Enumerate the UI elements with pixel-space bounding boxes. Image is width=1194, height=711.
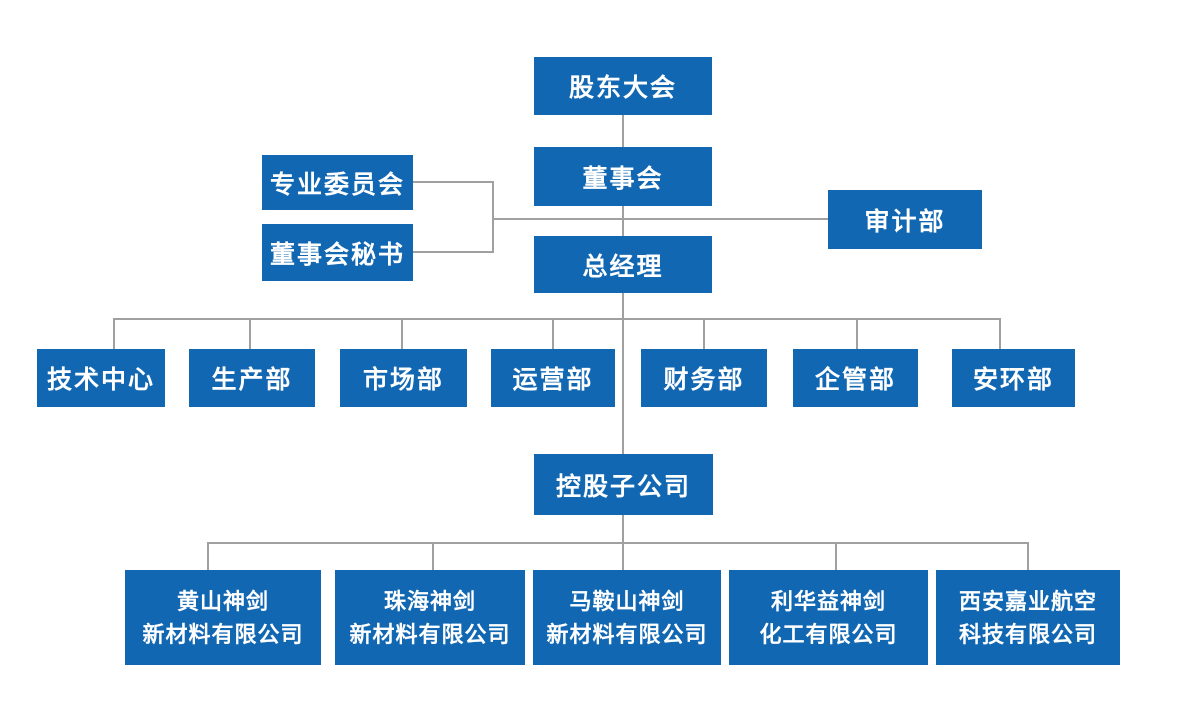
company-name-line1: 西安嘉业航空 <box>958 588 1097 614</box>
node-subsidiary-lihuayi: 利华益神剑 化工有限公司 <box>729 570 928 665</box>
company-name-line1: 珠海神剑 <box>383 588 476 614</box>
node-subsidiary-huangshan: 黄山神剑 新材料有限公司 <box>125 570 321 665</box>
node-label: 总经理 <box>582 252 664 281</box>
node-label: 生产部 <box>211 366 293 394</box>
connector-gm-holding-trunk <box>622 293 624 454</box>
node-holding-subsidiaries: 控股子公司 <box>534 454 713 515</box>
connector-drop-dept-7 <box>999 319 1001 349</box>
connector-shareholders-board <box>622 115 624 147</box>
company-name-line1: 马鞍山神剑 <box>569 588 685 614</box>
node-dept-operations: 运营部 <box>491 349 615 407</box>
node-subsidiary-zhuhai: 珠海神剑 新材料有限公司 <box>335 570 525 665</box>
node-general-manager: 总经理 <box>534 236 712 293</box>
company-name-line2: 新材料有限公司 <box>349 621 511 647</box>
node-subsidiary-xian-jiaye: 西安嘉业航空 科技有限公司 <box>936 570 1120 665</box>
node-label: 董事会 <box>582 164 664 193</box>
company-name-line2: 化工有限公司 <box>759 621 898 647</box>
connector-drop-sub-2 <box>432 543 434 570</box>
connector-drop-dept-5 <box>703 319 705 349</box>
connector-subsidiaries-header <box>207 542 1029 544</box>
node-board-of-directors: 董事会 <box>534 147 712 206</box>
node-label: 控股子公司 <box>555 472 691 501</box>
node-label: 市场部 <box>362 366 444 394</box>
node-label: 运营部 <box>512 366 594 394</box>
node-label: 财务部 <box>663 366 745 394</box>
node-dept-marketing: 市场部 <box>340 349 467 407</box>
node-label: 企管部 <box>814 366 896 394</box>
node-label: 董事会秘书 <box>269 240 405 269</box>
node-dept-technology-center: 技术中心 <box>37 349 165 407</box>
connector-drop-sub-4 <box>835 543 837 570</box>
company-name-line1: 黄山神剑 <box>176 588 269 614</box>
node-dept-finance: 财务部 <box>641 349 767 407</box>
node-subsidiary-maanshan: 马鞍山神剑 新材料有限公司 <box>533 570 721 665</box>
connector-drop-dept-6 <box>856 319 858 349</box>
node-audit-department: 审计部 <box>828 190 982 249</box>
connector-drop-sub-5 <box>1027 543 1029 570</box>
node-label: 股东大会 <box>568 74 677 102</box>
node-dept-enterprise-management: 企管部 <box>793 349 918 407</box>
node-dept-production: 生产部 <box>189 349 315 407</box>
node-label: 安环部 <box>972 366 1054 394</box>
company-name-line2: 新材料有限公司 <box>142 621 304 647</box>
connector-drop-sub-1 <box>207 543 209 570</box>
connector-drop-dept-2 <box>249 319 251 349</box>
node-label: 审计部 <box>864 207 946 236</box>
connector-departments-header <box>113 318 1001 320</box>
connector-secretary-branch <box>413 251 494 253</box>
node-label: 技术中心 <box>46 366 155 394</box>
connector-committee-branch <box>413 181 494 183</box>
connector-drop-dept-1 <box>113 319 115 349</box>
node-shareholders-meeting: 股东大会 <box>534 57 712 115</box>
connector-board-gm <box>622 206 624 236</box>
node-board-secretary: 董事会秘书 <box>262 224 413 281</box>
connector-left-bracket <box>492 181 494 253</box>
connector-drop-dept-4 <box>552 319 554 349</box>
node-professional-committee: 专业委员会 <box>262 155 413 210</box>
node-dept-safety-environment: 安环部 <box>952 349 1075 407</box>
connector-drop-dept-3 <box>401 319 403 349</box>
connector-mid-horizontal <box>492 218 828 220</box>
company-name-line1: 利华益神剑 <box>770 588 886 614</box>
company-name-line2: 新材料有限公司 <box>546 621 708 647</box>
company-name-line2: 科技有限公司 <box>958 621 1097 647</box>
node-label: 专业委员会 <box>269 170 405 199</box>
